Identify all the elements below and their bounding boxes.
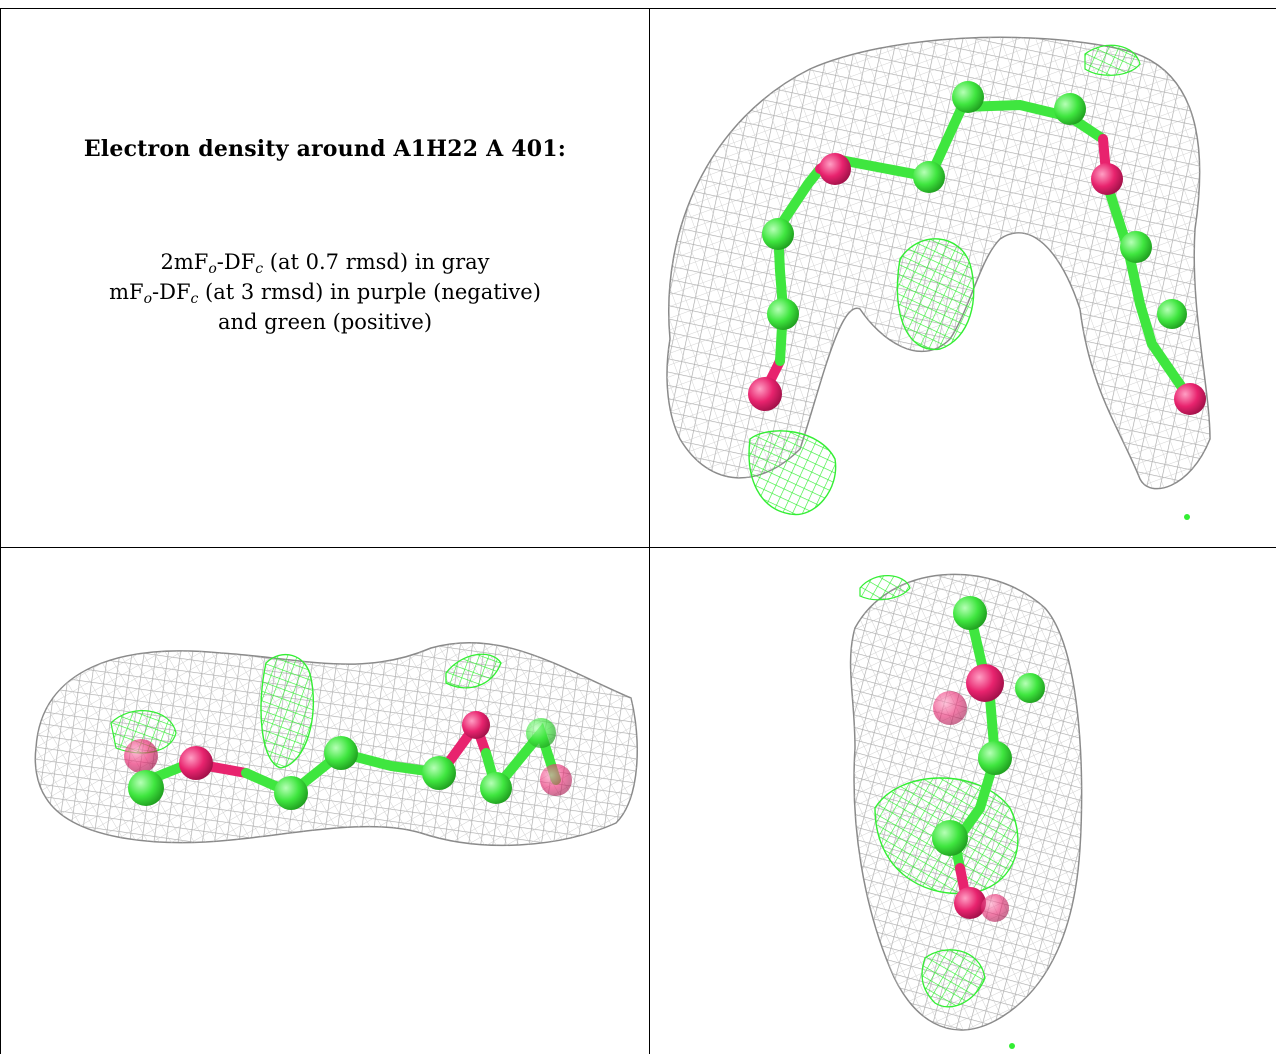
legend-line-positive: and green (positive)	[217, 310, 433, 334]
density-view-end-on	[650, 548, 1276, 1054]
table-border-left	[0, 8, 1, 1054]
table-border-center	[649, 8, 650, 1054]
density-view-side	[1, 548, 649, 1054]
legend-line-fofc: mFo-DFc (at 3 rmsd) in purple (negative)	[109, 280, 541, 307]
caption-legend: 2mFo-DFc (at 0.7 rmsd) in gray mFo-DFc (…	[1, 247, 649, 337]
table-border-middle	[0, 547, 1276, 548]
caption-title: Electron density around A1H22 A 401:	[83, 136, 567, 162]
electron-density-mesh-icon	[34, 641, 638, 847]
density-view-top	[650, 9, 1276, 547]
electron-density-mesh-icon	[849, 573, 1083, 1049]
electron-density-mesh-icon	[666, 36, 1211, 520]
table-border-top	[0, 8, 1276, 9]
legend-line-2fofc: 2mFo-DFc (at 0.7 rmsd) in gray	[160, 250, 490, 277]
caption-cell: Electron density around A1H22 A 401: 2mF…	[1, 9, 649, 547]
